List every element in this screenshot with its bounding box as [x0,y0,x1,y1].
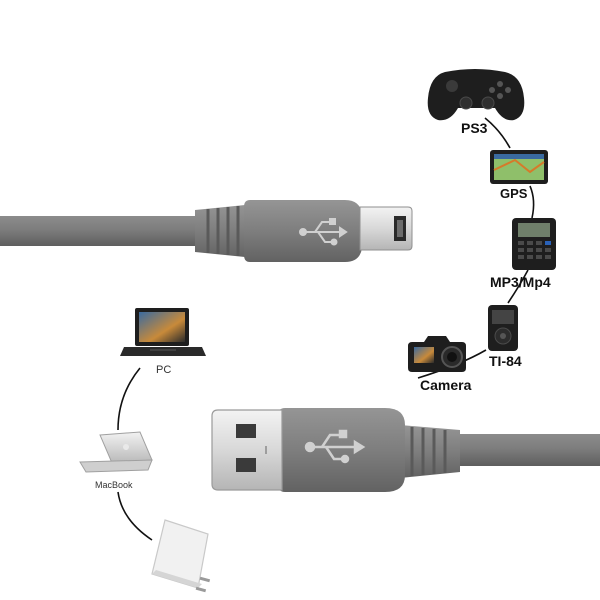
graphing-calculator-icon [512,218,556,270]
usb-trident-icon [304,429,366,464]
host-label-pc: PC [156,364,172,376]
device-label-camera: Camera [420,377,472,393]
host-connection-lines [117,367,153,541]
usb-trident-icon [299,218,348,246]
mini-usb-cable-segment [0,216,200,246]
laptop-icon [120,308,206,356]
device-label-gps: GPS [500,186,528,201]
mp3-player-icon [488,305,518,351]
gamepad-icon [427,69,525,121]
device-label-mp3-mp4: MP3/Mp4 [490,274,551,290]
usb-a-plug-window-top [236,424,256,438]
dslr-camera-icon [408,336,466,372]
mini-usb-grip-ridges [206,206,240,256]
usb-a-strain-relief [400,425,460,478]
host-label-macbook: MacBook [95,480,133,490]
wall-charger-icon [151,519,211,593]
usb-a-cable-segment [455,434,600,466]
usb-a-plug-window-bottom [236,458,256,472]
usb-a-connector [211,408,600,492]
macbook-icon [79,431,153,473]
usb-a-body [278,408,405,492]
mini-usb-strain-relief [195,204,255,258]
mini-usb-connector [0,200,413,262]
device-label-ps3: PS3 [461,120,488,136]
usb-a-metal-plug [211,409,283,491]
gps-navigator-icon [490,150,548,184]
device-label-ti-84: TI-84 [489,353,522,369]
usb-a-grip-ridges [410,427,447,476]
